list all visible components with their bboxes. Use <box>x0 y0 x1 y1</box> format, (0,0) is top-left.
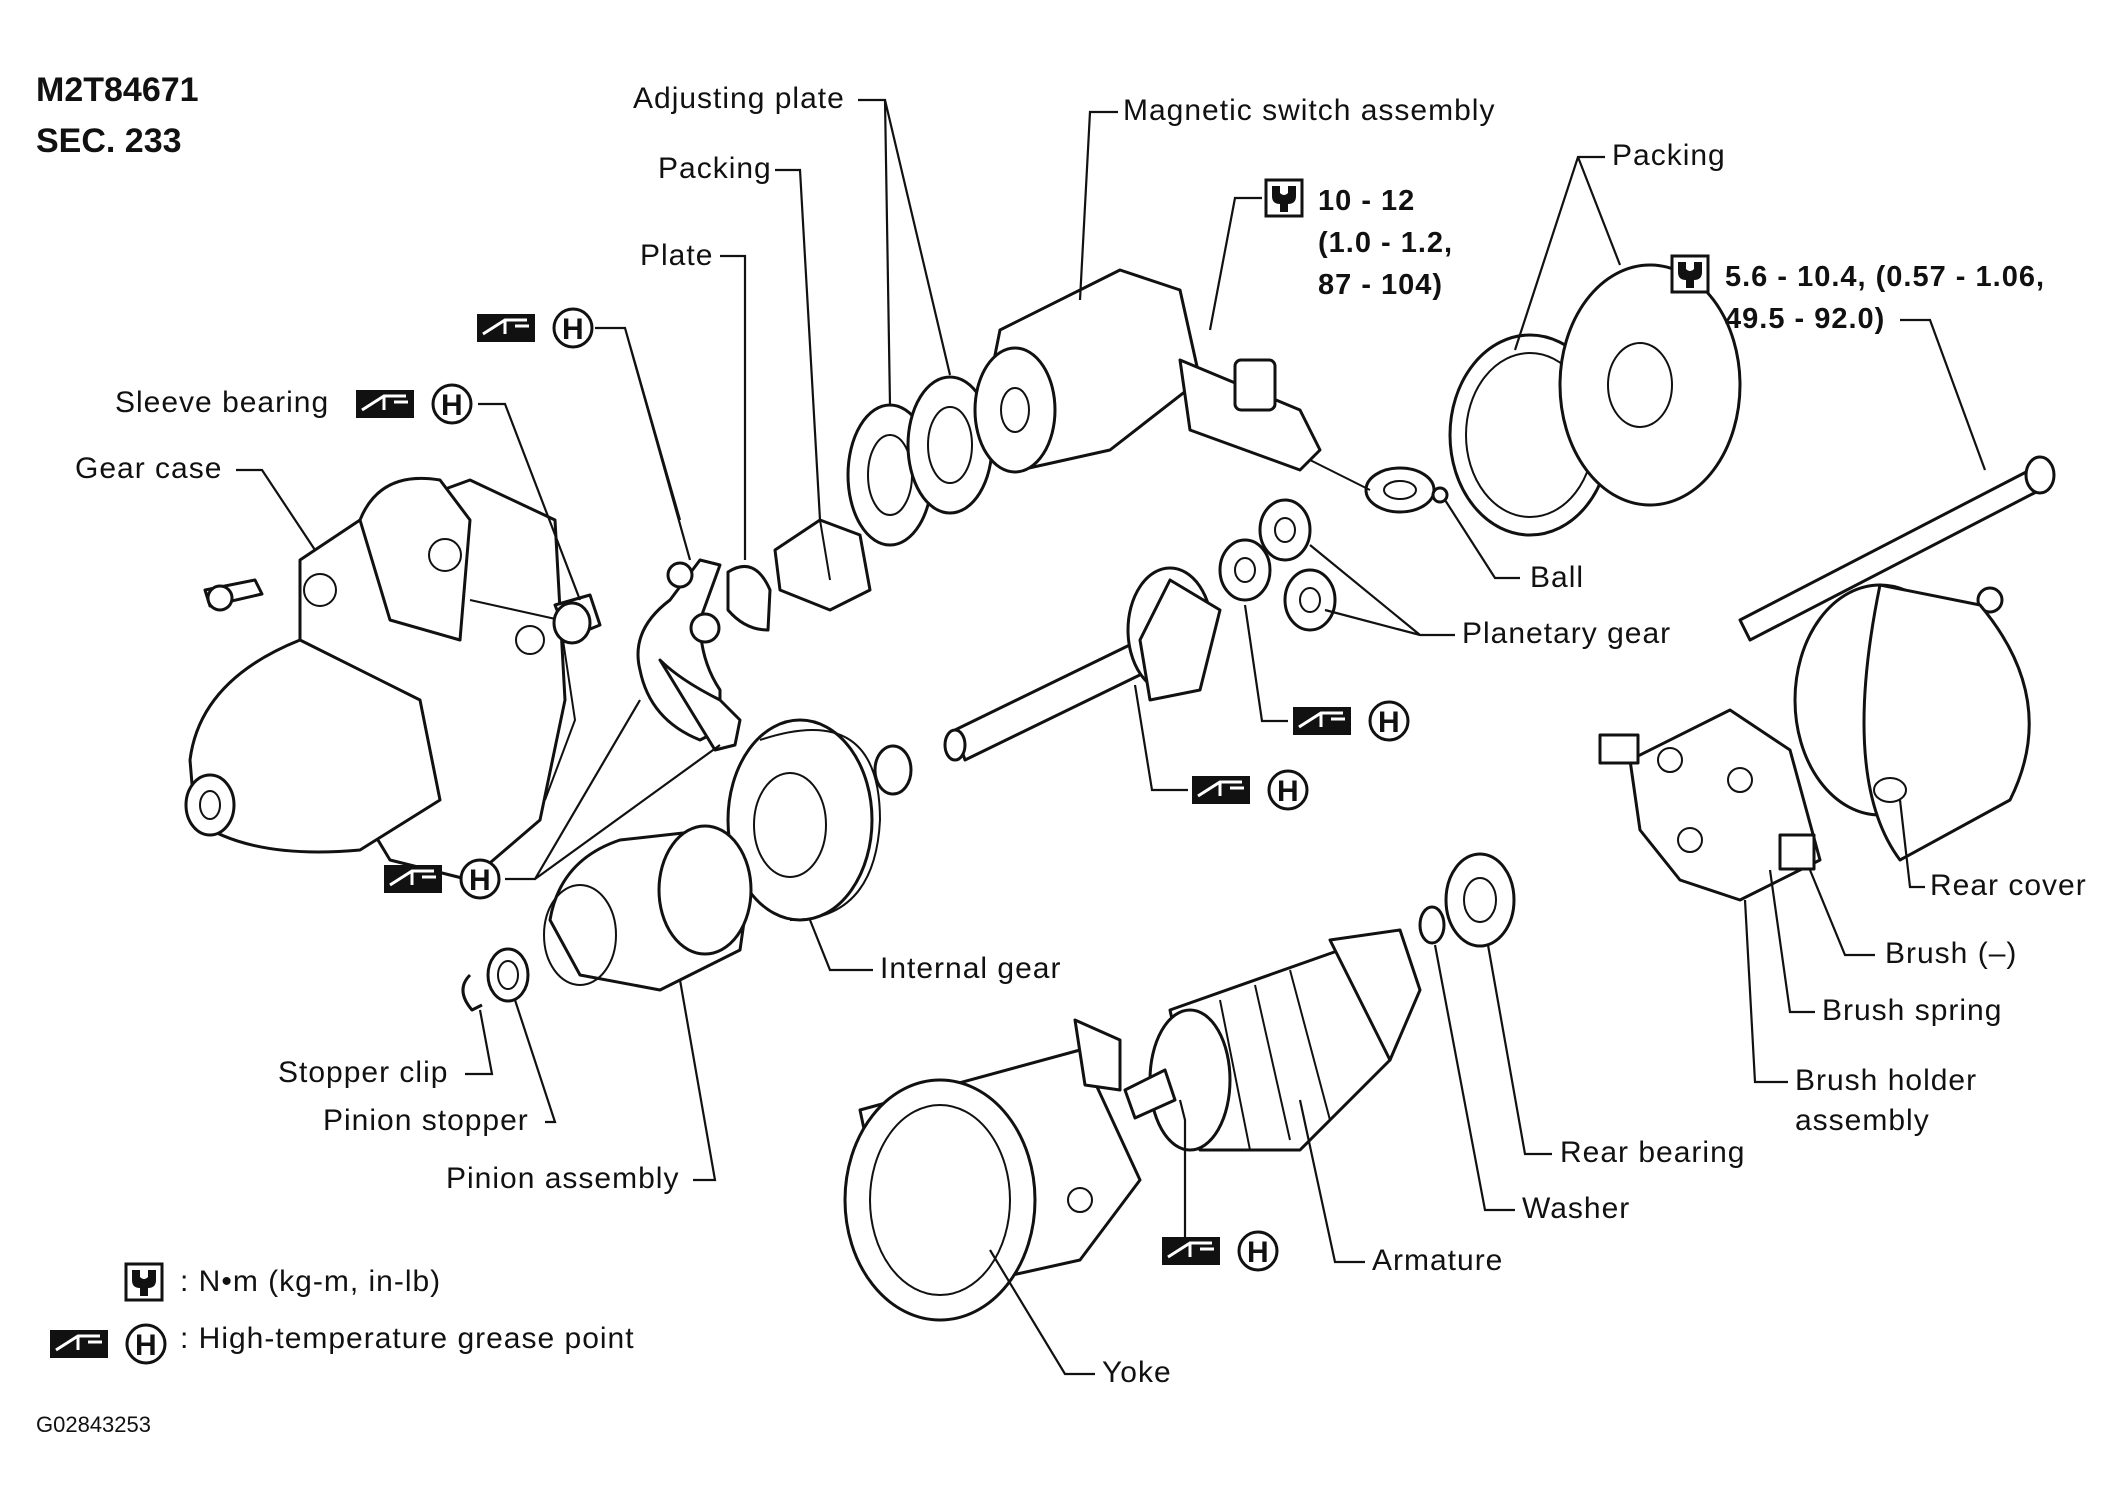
torque-spec-bolt-line2: 49.5 - 92.0) <box>1725 303 1885 335</box>
torque-spec-switch-line1: 10 - 12 <box>1318 185 1415 217</box>
grease-gun-icon <box>354 388 416 420</box>
label-sleeve-bearing: Sleeve bearing <box>115 386 329 419</box>
label-planetary-gear: Planetary gear <box>1462 617 1671 650</box>
label-brush-holder-line2: assembly <box>1795 1104 1930 1137</box>
grease-gun-icon <box>48 1328 110 1360</box>
h-circle-icon <box>459 858 501 900</box>
internal-gear-part <box>726 718 913 922</box>
label-pinion-stopper: Pinion stopper <box>323 1104 529 1137</box>
gear-case-part <box>184 476 577 882</box>
label-armature: Armature <box>1372 1244 1503 1277</box>
label-brush-negative: Brush (–) <box>1885 937 2017 970</box>
legend-grease-text: : High-temperature grease point <box>180 1322 635 1355</box>
h-circle-icon <box>1368 700 1410 742</box>
brush-holder-part <box>1598 708 1822 902</box>
grease-letter: H <box>135 1329 157 1362</box>
pinion-stopper-part <box>461 947 530 1012</box>
packing-part-left <box>773 518 872 612</box>
torque-wrench-icon <box>1264 178 1304 218</box>
washer-part <box>1418 905 1446 945</box>
grease-gun-icon <box>475 312 537 344</box>
armature-part <box>1123 928 1422 1152</box>
shift-lever-part <box>636 558 742 752</box>
diagram-code: M2T84671 <box>36 71 199 109</box>
adjusting-plate-part <box>846 375 994 547</box>
sleeve-bearing-part <box>552 593 602 645</box>
grease-gun-icon <box>382 863 444 895</box>
grease-letter: H <box>469 864 491 897</box>
label-ball: Ball <box>1530 561 1584 594</box>
label-washer: Washer <box>1522 1192 1630 1225</box>
h-circle-icon <box>125 1323 167 1365</box>
pinion-assembly-part <box>543 824 753 992</box>
label-brush-spring: Brush spring <box>1822 994 2002 1027</box>
packing-part-right <box>1448 263 1742 537</box>
shaft-part <box>943 566 1222 762</box>
magnetic-switch-part <box>973 268 1436 514</box>
yoke-part <box>843 1018 1142 1322</box>
legend-torque-text: : N•m (kg-m, in-lb) <box>180 1265 441 1298</box>
label-brush-holder-line1: Brush holder <box>1795 1064 1977 1097</box>
label-adjusting-plate: Adjusting plate <box>633 82 845 115</box>
grease-gun-icon <box>1291 705 1353 737</box>
label-internal-gear: Internal gear <box>880 952 1061 985</box>
plate-part <box>726 565 772 632</box>
rear-bearing-part <box>1444 852 1516 948</box>
torque-spec-bolt-line1: 5.6 - 10.4, (0.57 - 1.06, <box>1725 261 2045 293</box>
torque-wrench-icon <box>1670 254 1710 294</box>
grease-letter: H <box>562 313 584 346</box>
label-pinion-assembly: Pinion assembly <box>446 1162 679 1195</box>
section-number: SEC. 233 <box>36 122 182 160</box>
h-circle-icon <box>552 307 594 349</box>
ball-part <box>1431 486 1449 504</box>
grease-letter: H <box>441 389 463 422</box>
label-gear-case: Gear case <box>75 452 222 485</box>
label-yoke: Yoke <box>1102 1356 1172 1389</box>
h-circle-icon <box>1237 1230 1279 1272</box>
torque-spec-switch-line3: 87 - 104) <box>1318 269 1443 301</box>
torque-wrench-icon <box>124 1262 164 1302</box>
label-packing-right: Packing <box>1612 139 1726 172</box>
label-magnetic-switch: Magnetic switch assembly <box>1123 94 1495 127</box>
label-rear-bearing: Rear bearing <box>1560 1136 1745 1169</box>
planetary-gear-part <box>1218 498 1337 632</box>
h-circle-icon <box>431 383 473 425</box>
label-packing-left: Packing <box>658 152 772 185</box>
through-bolt-part <box>1738 455 2056 642</box>
grease-letter: H <box>1277 775 1299 808</box>
grease-gun-icon <box>1190 774 1252 806</box>
h-circle-icon <box>1267 769 1309 811</box>
label-plate: Plate <box>640 239 713 272</box>
grease-gun-icon <box>1160 1235 1222 1267</box>
torque-spec-switch-line2: (1.0 - 1.2, <box>1318 227 1453 259</box>
rear-cover-part <box>1793 583 2031 862</box>
label-rear-cover: Rear cover <box>1930 869 2087 902</box>
grease-letter: H <box>1247 1236 1269 1269</box>
grease-letter: H <box>1378 706 1400 739</box>
footer-code: G02843253 <box>36 1412 151 1437</box>
label-stopper-clip: Stopper clip <box>278 1056 448 1089</box>
